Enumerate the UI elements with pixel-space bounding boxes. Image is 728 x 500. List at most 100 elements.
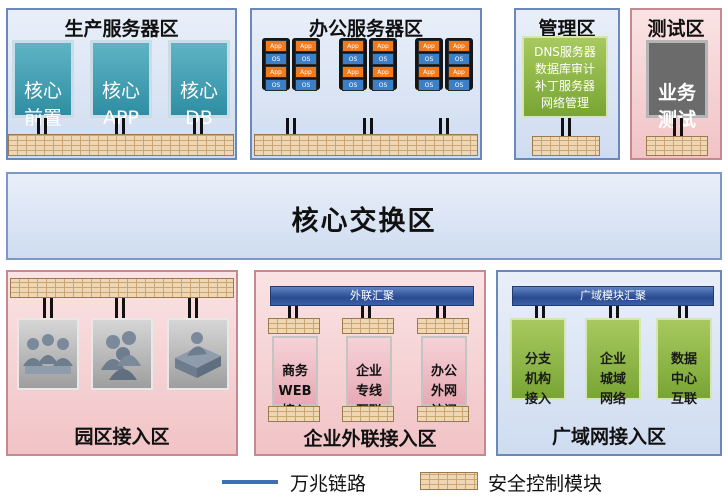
office-link — [286, 118, 289, 134]
app-chip: App — [448, 66, 470, 78]
dc-interconnect-label: 数据 中心 互联 — [670, 352, 697, 407]
app-chip: App — [265, 40, 287, 52]
external-aggregation-bus: 外联汇聚 — [270, 286, 474, 306]
campus-link-3a — [188, 298, 191, 318]
office-security-module — [254, 134, 478, 156]
core-app-label: 核心 APP — [101, 80, 140, 129]
patch-server-label: 补丁服务器 — [534, 79, 595, 93]
ext-link-2a — [361, 306, 364, 318]
network-mgmt-label: 网络管理 — [540, 96, 589, 110]
external-zone-title: 企业外联接入区 — [303, 428, 437, 450]
wan-aggregation-bus: 广域模块汇聚 — [512, 286, 714, 306]
external-security-module-5 — [342, 406, 394, 422]
campus-link-2b — [122, 298, 125, 318]
office-link — [439, 118, 442, 134]
os-chip: OS — [418, 53, 440, 65]
test-link-a — [673, 118, 676, 136]
prod-link-3b — [200, 118, 203, 134]
core-db-server: 核心 DB — [168, 40, 230, 129]
campus-zone-title: 园区接入区 — [74, 426, 170, 448]
ext-link-3b — [443, 306, 446, 318]
core-zone-title: 核心交换区 — [291, 206, 437, 237]
business-test-box: 业务 测试 — [646, 40, 708, 131]
core-app-server: 核心 APP — [90, 40, 152, 129]
external-security-module-4 — [268, 406, 320, 422]
os-chip: OS — [372, 53, 394, 65]
user-group-icon — [17, 318, 79, 390]
campus-link-1b — [50, 298, 53, 318]
legend-security-label: 安全控制模块 — [488, 473, 603, 495]
management-server-box: DNS服务器 数据库审计 补丁服务器 网络管理 — [522, 36, 608, 118]
external-security-module-3 — [417, 318, 469, 334]
test-security-module — [646, 136, 708, 156]
management-security-module — [532, 136, 600, 156]
os-chip: OS — [448, 79, 470, 91]
core-db-label: 核心 DB — [179, 80, 218, 129]
production-zone-title: 生产服务器区 — [64, 18, 179, 40]
os-chip: OS — [372, 79, 394, 91]
wan-link-3a — [678, 306, 681, 318]
core-switching-zone: 核心交换区 — [6, 172, 722, 260]
campus-link-1a — [43, 298, 46, 318]
external-security-module-1 — [268, 318, 320, 334]
dc-interconnect-box: 数据 中心 互联 — [656, 318, 712, 407]
wan-link-2b — [616, 306, 619, 318]
wan-link-3b — [685, 306, 688, 318]
branch-access-label: 分支 机构 接入 — [524, 352, 551, 407]
mgmt-link-a — [561, 118, 564, 136]
app-chip: App — [295, 66, 317, 78]
os-chip: OS — [265, 79, 287, 91]
mgmt-link-b — [568, 118, 571, 136]
app-chip: App — [265, 66, 287, 78]
prod-link-1b — [44, 118, 47, 134]
prod-link-2a — [115, 118, 118, 134]
office-link — [446, 118, 449, 134]
app-chip: App — [418, 66, 440, 78]
core-frontend-server: 核心 前置 — [12, 40, 74, 129]
user-group-icon-graphic — [23, 334, 73, 374]
business-web-access-box: 商务 WEB 接入 — [272, 336, 318, 419]
office-link — [363, 118, 366, 134]
office-link — [293, 118, 296, 134]
os-chip: OS — [418, 79, 440, 91]
app-chip: App — [295, 40, 317, 52]
branch-access-box: 分支 机构 接入 — [510, 318, 566, 407]
building-icon-graphic — [175, 332, 221, 378]
app-chip: App — [448, 40, 470, 52]
app-chip: App — [342, 66, 364, 78]
metro-network-label: 企业 城域 网络 — [599, 352, 626, 407]
prod-link-1a — [37, 118, 40, 134]
app-chip: App — [372, 66, 394, 78]
legend-link-label: 万兆链路 — [290, 473, 367, 495]
office-link — [370, 118, 373, 134]
ext-link-2b — [368, 306, 371, 318]
business-test-label: 业务 测试 — [657, 82, 696, 131]
app-chip: App — [418, 40, 440, 52]
campus-link-2a — [115, 298, 118, 318]
os-chip: OS — [342, 79, 364, 91]
metro-network-box: 企业 城域 网络 — [585, 318, 641, 407]
os-chip: OS — [295, 53, 317, 65]
legend-security-swatch — [420, 472, 478, 490]
wan-bus-label: 广域模块汇聚 — [580, 289, 646, 302]
app-chip: App — [372, 40, 394, 52]
office-internet-box: 办公 外网 访问 — [421, 336, 467, 419]
wan-link-2a — [609, 306, 612, 318]
test-zone-title: 测试区 — [647, 18, 705, 40]
building-icon — [167, 318, 229, 390]
ext-link-3a — [436, 306, 439, 318]
wan-link-1a — [535, 306, 538, 318]
test-link-b — [680, 118, 683, 136]
db-audit-label: 数据库审计 — [534, 62, 595, 76]
ext-link-1b — [295, 306, 298, 318]
wan-link-1b — [542, 306, 545, 318]
campus-link-3b — [195, 298, 198, 318]
app-chip: App — [342, 40, 364, 52]
external-security-module-2 — [342, 318, 394, 334]
os-chip: OS — [295, 79, 317, 91]
core-frontend-label: 核心 前置 — [23, 80, 62, 129]
external-bus-label: 外联汇聚 — [350, 289, 394, 302]
users-icon — [91, 318, 153, 390]
dns-server-label: DNS服务器 — [534, 45, 596, 59]
external-security-module-6 — [417, 406, 469, 422]
